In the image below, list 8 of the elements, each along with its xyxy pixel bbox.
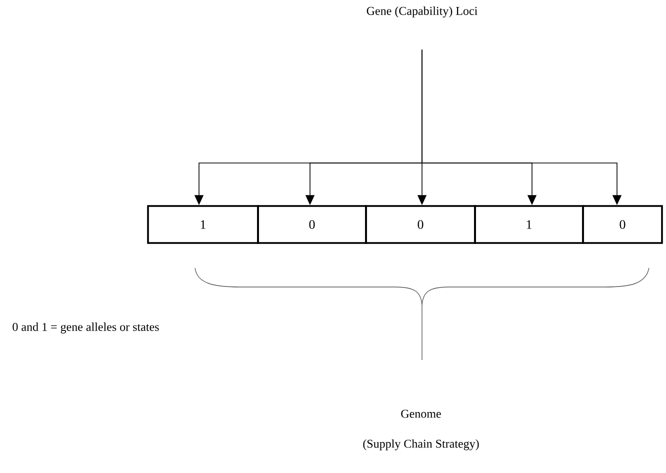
gene-cell: 1 [147,205,259,244]
note-text: 0 and 1 = gene alleles or states [12,322,159,334]
gene-cell: 0 [365,205,476,244]
gene-cell: 1 [474,205,584,244]
text-label: Genome (Supply Chain Strategy) [363,410,479,450]
gene-cell: 0 [582,205,663,244]
gene-cell: 0 [257,205,367,244]
text-label: Gene (Capability) Loci [366,6,478,18]
